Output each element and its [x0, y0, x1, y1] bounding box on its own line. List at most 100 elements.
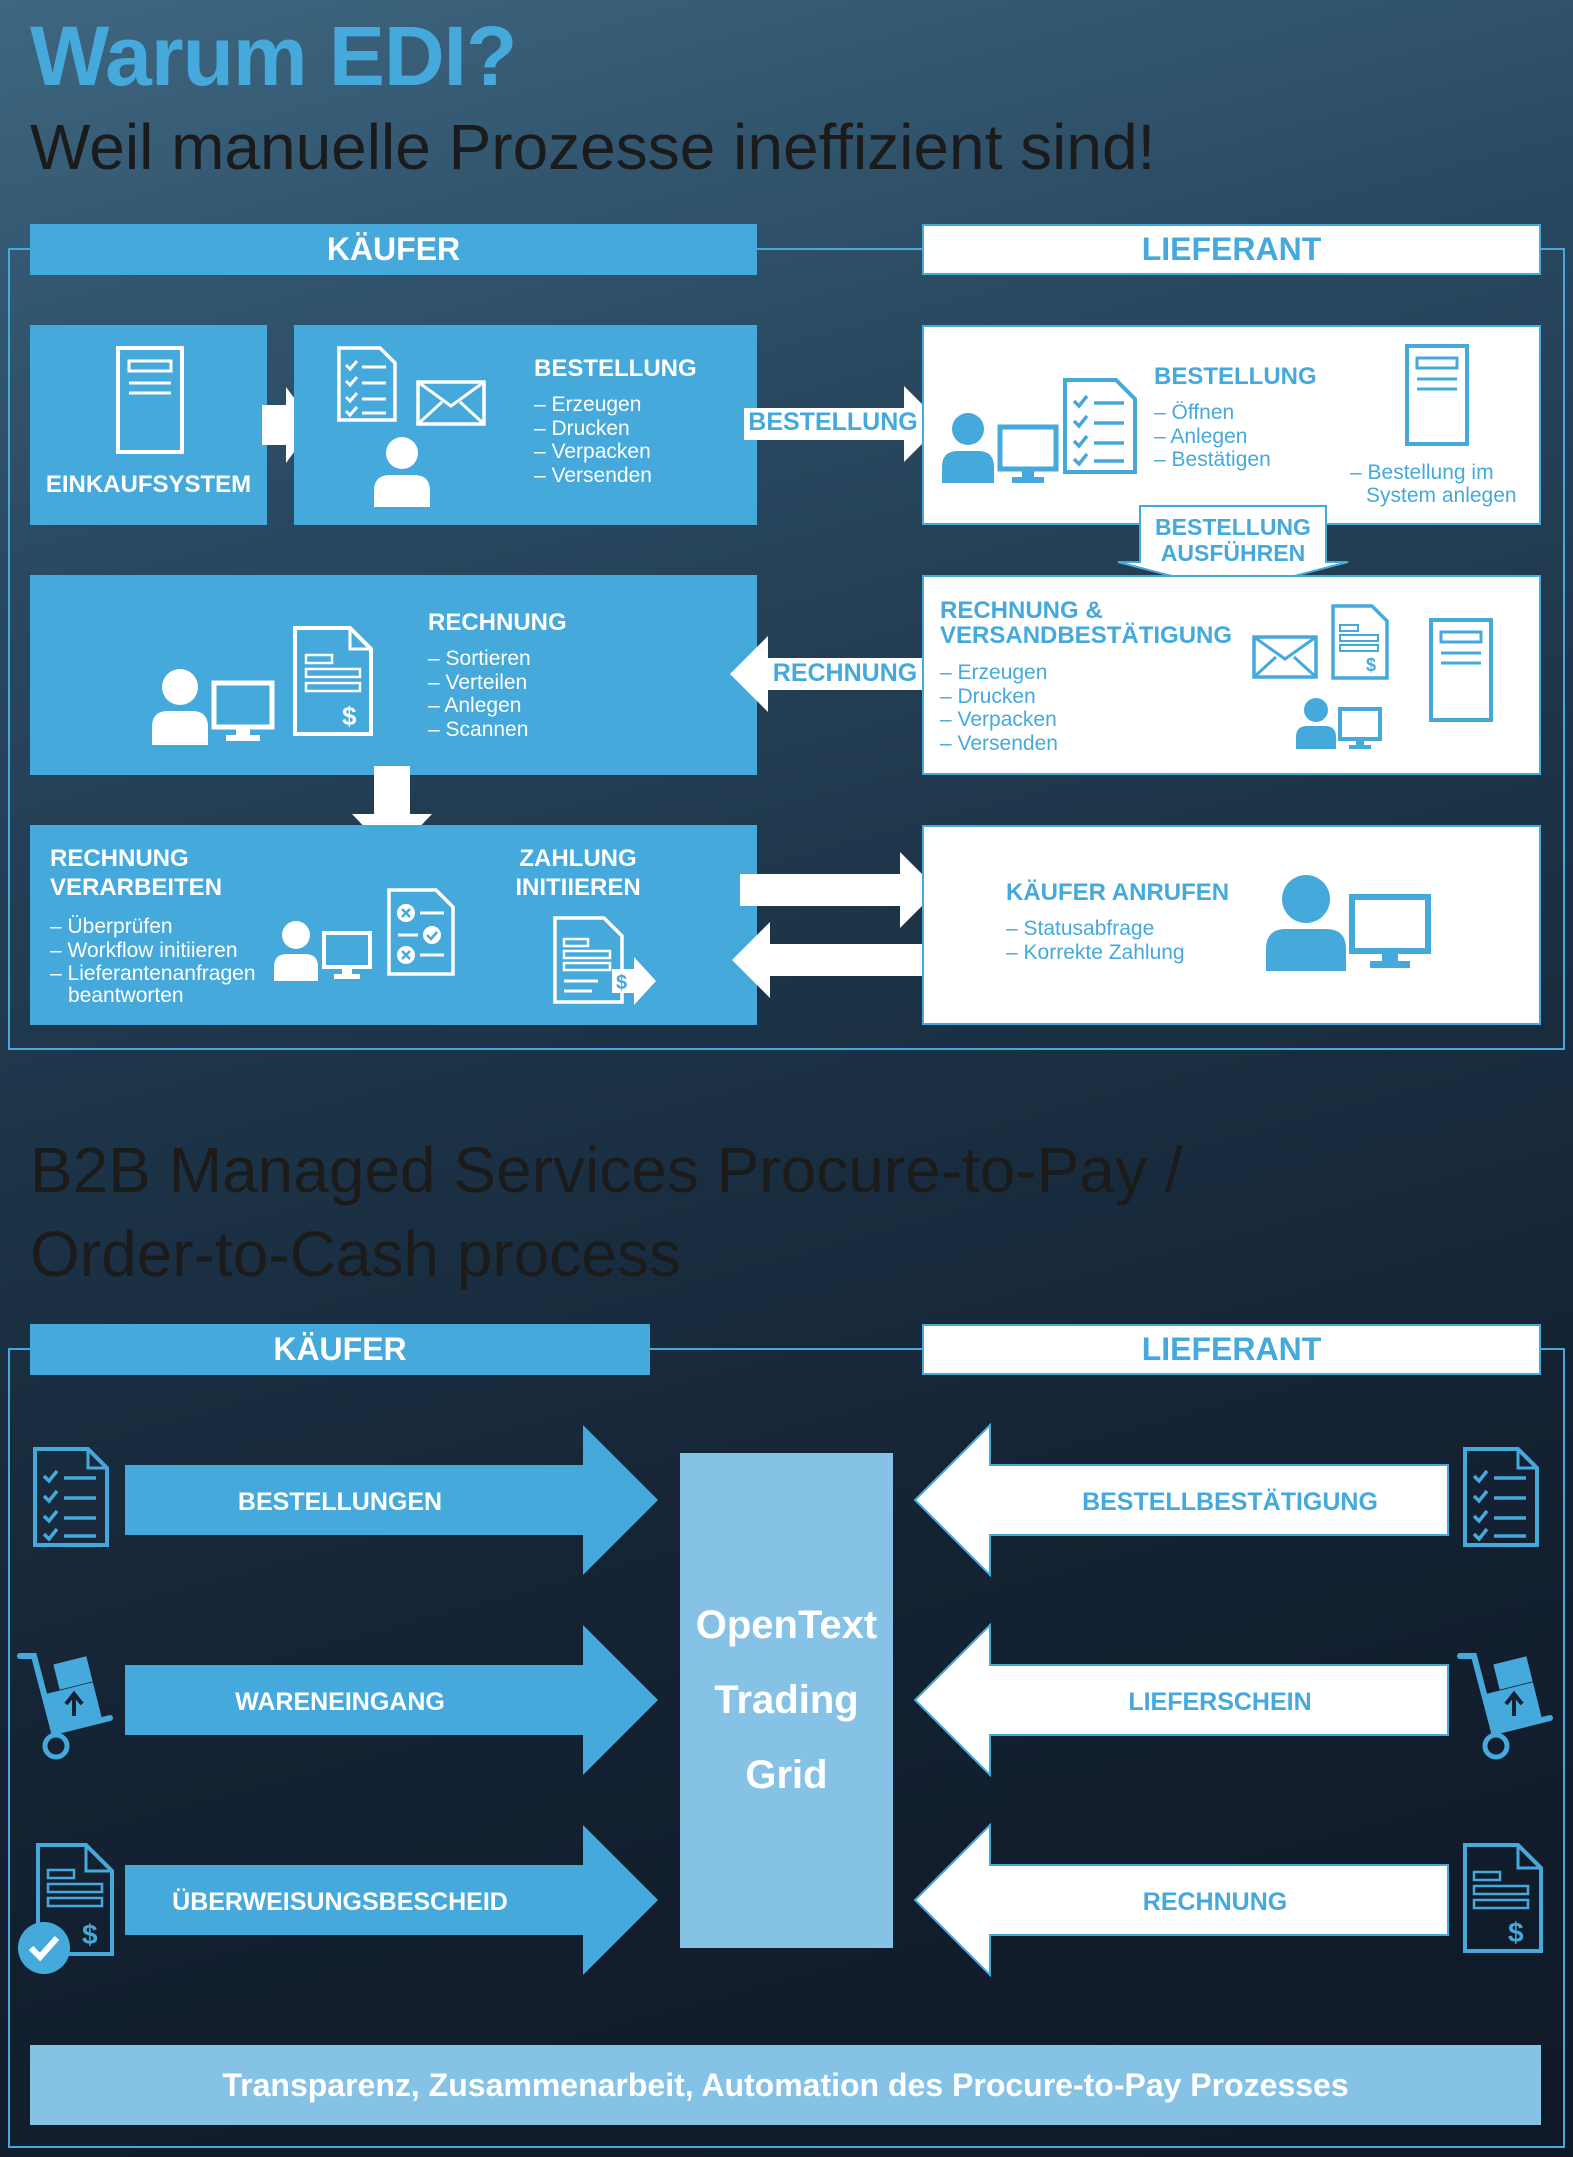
review-document-icon: [387, 888, 455, 976]
list-item: Drucken: [534, 417, 652, 441]
invoice-icon: $: [1331, 604, 1389, 680]
list-item: Öffnen: [1154, 401, 1271, 425]
sup-system-line2: System anlegen: [1366, 484, 1517, 507]
trading-grid-hub: OpenText Trading Grid: [680, 1453, 893, 1948]
rechnung-box: $ RECHNUNG SortierenVerteilenAnlegenScan…: [30, 575, 757, 775]
checklist-icon: [1063, 378, 1137, 474]
rechnung-list: SortierenVerteilenAnlegenScannen: [428, 647, 531, 742]
page-title: Warum EDI?: [30, 9, 517, 103]
bestellung-list: ErzeugenDruckenVerpackenVersenden: [534, 393, 652, 487]
sup-bestellung-list: ÖffnenAnlegenBestätigen: [1154, 401, 1271, 472]
verarbeiten-box: RECHNUNG VERARBEITEN ÜberprüfenWorkflow …: [30, 825, 757, 1025]
sup-rechnung-list: ErzeugenDruckenVerpackenVersenden: [940, 661, 1058, 755]
list-item: Verpacken: [534, 440, 652, 464]
bestellung-box: BESTELLUNG ErzeugenDruckenVerpackenVerse…: [294, 325, 757, 525]
document-icon: [1405, 344, 1469, 446]
verarbeiten-title1: RECHNUNG: [50, 845, 189, 872]
flow-ueberweisung: ÜBERWEISUNGSBESCHEID: [172, 1888, 508, 1916]
supplier-flow-arrow-3: [913, 1822, 1449, 1978]
anrufen-title: KÄUFER ANRUFEN: [1006, 879, 1230, 906]
svg-text:$: $: [616, 972, 627, 994]
section1-frame: [8, 248, 1565, 1050]
list-item: Erzeugen: [940, 661, 1058, 685]
document-icon: [1429, 618, 1493, 722]
list-item: Verpacken: [940, 708, 1058, 732]
sup-rechnung-title1: RECHNUNG &: [940, 597, 1103, 624]
sup-bestellung-box: BESTELLUNG ÖffnenAnlegenBestätigen – Bes…: [922, 325, 1541, 525]
list-item: Erzeugen: [534, 393, 652, 417]
list-item: Überprüfen: [50, 915, 256, 939]
person-computer-icon: [274, 921, 372, 981]
ausfuehren-line1: BESTELLUNG: [1155, 514, 1311, 540]
supplier-flow-arrow-1: [913, 1422, 1449, 1578]
checklist-icon: [337, 346, 397, 422]
svg-text:$: $: [1508, 1917, 1524, 1948]
arrow-bestellung: [744, 386, 942, 462]
buyer-flow-arrow-1: [125, 1425, 658, 1575]
arrow-right-icon: [740, 852, 938, 928]
list-item: Versenden: [940, 732, 1058, 756]
envelope-icon: [416, 380, 486, 426]
section2-buyer-header: KÄUFER: [30, 1324, 650, 1375]
envelope-icon: [1252, 635, 1318, 679]
list-item: Versenden: [534, 464, 652, 488]
person-computer-icon: [152, 669, 275, 745]
list-item: Anlegen: [428, 694, 531, 718]
list-item: Anlegen: [1154, 425, 1271, 449]
footer-text: Transparenz, Zusammenarbeit, Automation …: [222, 2066, 1349, 2103]
buyer-flow-arrow-3: [125, 1825, 658, 1975]
person-computer-icon: [942, 413, 1059, 483]
section1-supplier-header: LIEFERANT: [922, 224, 1541, 275]
arrow-right-icon: [262, 387, 314, 463]
verarbeiten-list: ÜberprüfenWorkflow initiierenLieferanten…: [50, 915, 256, 986]
checklist-icon: [33, 1447, 109, 1547]
anrufen-list: StatusabfrageKorrekte Zahlung: [1006, 917, 1185, 964]
page-subtitle: Weil manuelle Prozesse ineffizient sind!: [30, 111, 1156, 183]
flow-bestellungen: BESTELLUNGEN: [237, 1488, 443, 1516]
ausfuehren-line2: AUSFÜHREN: [1160, 540, 1306, 566]
svg-text:$: $: [82, 1919, 98, 1950]
sup-bestellung-title: BESTELLUNG: [1154, 363, 1317, 390]
svg-text:$: $: [1366, 655, 1376, 675]
flow-rechnung: RECHNUNG: [1142, 1888, 1288, 1916]
payment-invoice-icon: $: [553, 916, 656, 1005]
zahlung-title2: INITIIEREN: [515, 874, 641, 901]
flow-bestellbestaetigung: BESTELLBESTÄTIGUNG: [1082, 1488, 1378, 1516]
section2-supplier-header: LIEFERANT: [922, 1324, 1541, 1375]
section2-title-line1: B2B Managed Services Procure-to-Pay /: [30, 1134, 1183, 1206]
hub-line2: Trading: [714, 1678, 859, 1722]
einkaufsystem-label: EINKAUFSYSTEM: [45, 471, 252, 498]
rechnung-title: RECHNUNG: [428, 609, 567, 636]
sup-system-line1: – Bestellung im: [1350, 461, 1494, 484]
section1-buyer-header: KÄUFER: [30, 224, 757, 275]
list-item: Korrekte Zahlung: [1006, 941, 1185, 965]
person-computer-icon: [1296, 698, 1382, 749]
sup-rechnung-title2: VERSANDBESTÄTIGUNG: [940, 622, 1233, 649]
invoice-icon: $: [1463, 1843, 1543, 1953]
svg-text:$: $: [342, 701, 357, 731]
invoice-icon: $: [293, 626, 373, 736]
list-item: Bestätigen: [1154, 448, 1271, 472]
list-item: Drucken: [940, 685, 1058, 709]
list-item: Sortieren: [428, 647, 531, 671]
anrufen-box: KÄUFER ANRUFEN StatusabfrageKorrekte Zah…: [922, 825, 1541, 1025]
flow-wareneingang: WARENEINGANG: [235, 1688, 445, 1716]
hand-truck-icon: [17, 1653, 113, 1760]
einkaufsystem-box: EINKAUFSYSTEM: [30, 325, 267, 525]
verarbeiten-title2: VERARBEITEN: [50, 874, 223, 901]
supplier-flow-arrow-2: [913, 1622, 1449, 1778]
arrow-left-icon: [732, 922, 930, 998]
list-item: Statusabfrage: [1006, 917, 1185, 941]
verarbeiten-cont: beantworten: [68, 984, 184, 1007]
list-item: Scannen: [428, 718, 531, 742]
sup-rechnung-box: RECHNUNG & VERSANDBESTÄTIGUNG ErzeugenDr…: [922, 575, 1541, 775]
arrow-bestellung-label: BESTELLUNG: [748, 408, 918, 436]
flow-lieferschein: LIEFERSCHEIN: [1128, 1688, 1312, 1716]
person-icon: [374, 437, 430, 507]
person-computer-icon: [1266, 875, 1431, 971]
checklist-icon: [1463, 1447, 1539, 1547]
hub-line3: Grid: [745, 1753, 828, 1797]
list-item: Verteilen: [428, 671, 531, 695]
arrow-rechnung-label: RECHNUNG: [772, 659, 918, 687]
hub-line1: OpenText: [695, 1603, 878, 1647]
